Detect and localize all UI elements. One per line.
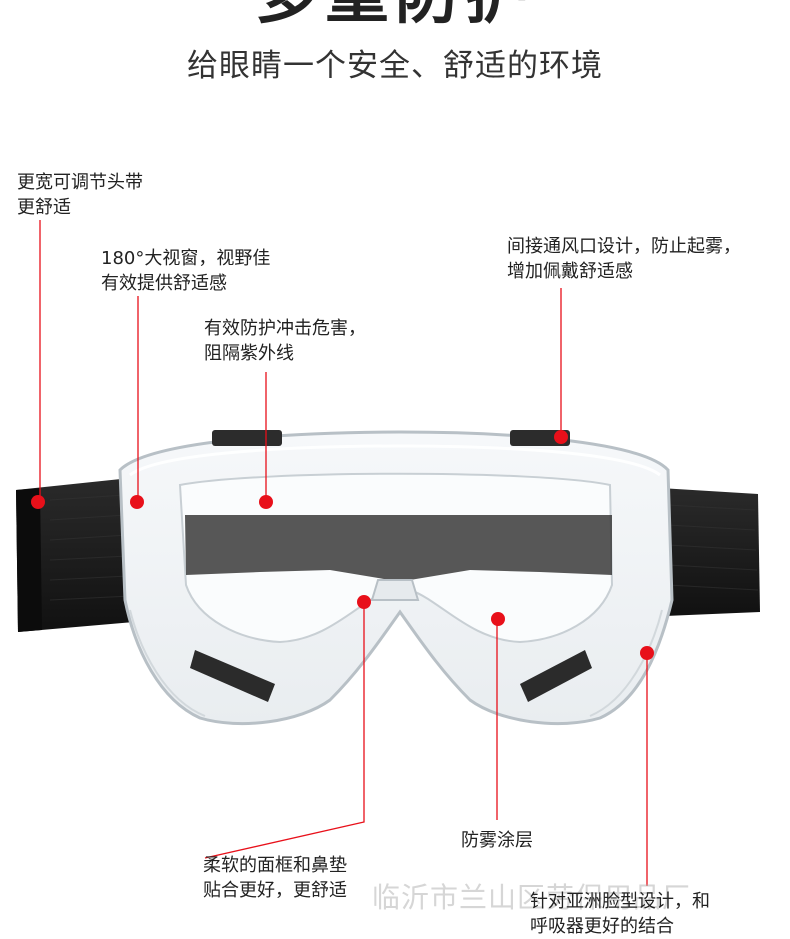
callout-vent: 间接通风口设计，防止起雾， 增加佩戴舒适感 xyxy=(507,234,741,284)
callout-fit-line2: 呼吸器更好的结合 xyxy=(530,916,674,937)
callout-view: 180°大视窗，视野佳 有效提供舒适感 xyxy=(101,246,270,296)
goggle-frame xyxy=(118,430,674,726)
page-title: 多重防护 xyxy=(0,0,790,36)
marker-strap xyxy=(31,495,45,509)
callout-lines xyxy=(39,220,648,886)
callout-strap-line2: 更舒适 xyxy=(17,197,71,218)
callout-frame: 柔软的面框和鼻垫 贴合更好，更舒适 xyxy=(203,853,347,903)
callout-fit-line1: 针对亚洲脸型设计，和 xyxy=(530,891,710,912)
callout-fit: 针对亚洲脸型设计，和 呼吸器更好的结合 xyxy=(530,889,710,939)
callout-antifog: 防雾涂层 xyxy=(461,828,533,853)
page-subtitle: 给眼睛一个安全、舒适的环境 xyxy=(187,48,603,84)
marker-view xyxy=(130,495,144,509)
callout-strap-line1: 更宽可调节头带 xyxy=(17,172,143,193)
watermark: 临沂市兰山区劳保用品厂 xyxy=(372,881,692,914)
callout-view-line2: 有效提供舒适感 xyxy=(101,273,227,294)
callout-view-line1: 180°大视窗，视野佳 xyxy=(101,248,271,269)
marker-fit xyxy=(640,646,654,660)
callout-markers xyxy=(31,430,654,660)
callout-impact-line2: 阻隔紫外线 xyxy=(204,343,294,364)
callout-impact-line1: 有效防护冲击危害， xyxy=(204,318,366,339)
right-strap xyxy=(660,488,760,616)
callout-vent-line1: 间接通风口设计，防止起雾， xyxy=(507,236,741,257)
left-strap xyxy=(16,478,134,632)
callout-frame-line1: 柔软的面框和鼻垫 xyxy=(203,855,347,876)
marker-frame xyxy=(357,595,371,609)
marker-impact xyxy=(259,495,273,509)
callout-strap: 更宽可调节头带 更舒适 xyxy=(17,170,143,220)
callout-antifog-line1: 防雾涂层 xyxy=(461,830,533,851)
callout-frame-line2: 贴合更好，更舒适 xyxy=(203,880,347,901)
callout-vent-line2: 增加佩戴舒适感 xyxy=(507,261,633,282)
marker-antifog xyxy=(491,612,505,626)
marker-vent xyxy=(554,430,568,444)
callout-impact: 有效防护冲击危害， 阻隔紫外线 xyxy=(204,316,366,366)
